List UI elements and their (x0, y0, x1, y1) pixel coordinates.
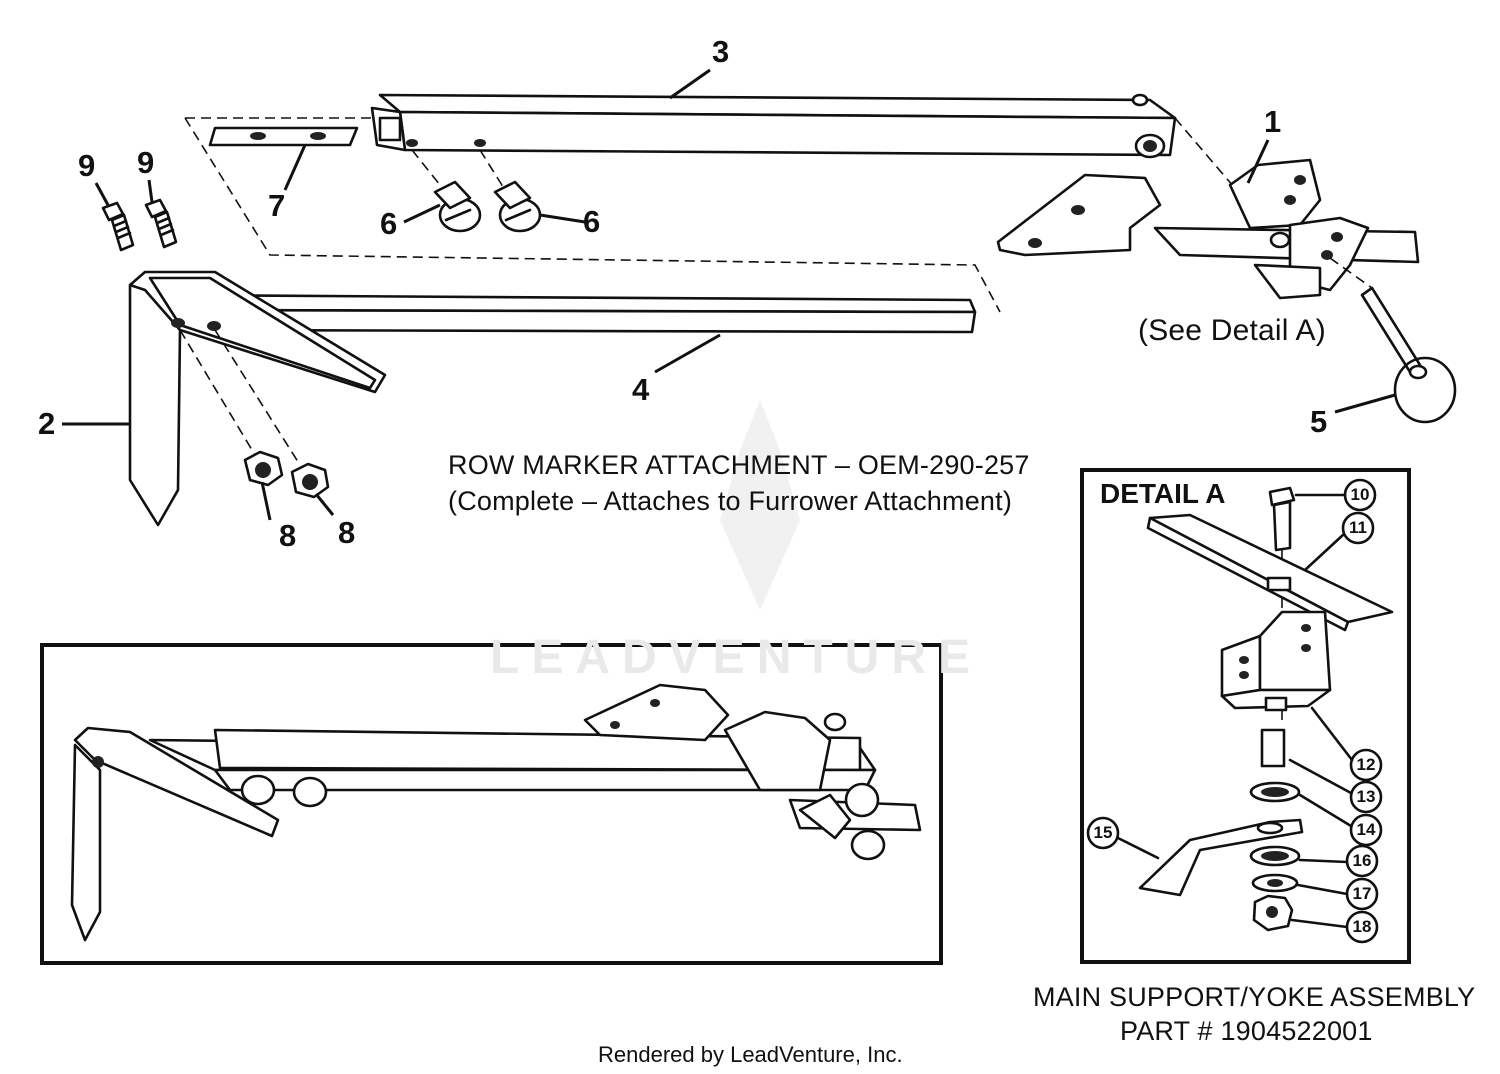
callout-2: 2 (38, 406, 56, 441)
callout-8-left: 8 (279, 518, 297, 553)
part-6-bolt-right (493, 180, 542, 233)
footer-credit: Rendered by LeadVenture, Inc. (598, 1042, 903, 1067)
detail-num-17: 17 (1352, 884, 1372, 903)
detail-num-16: 16 (1352, 851, 1372, 870)
part-8-nut-left (243, 450, 284, 487)
callout-4: 4 (632, 372, 650, 407)
see-detail-label: (See Detail A) (1138, 314, 1326, 347)
diagram-title-line1: ROW MARKER ATTACHMENT – OEM-290-257 (448, 450, 1030, 480)
part-7-plate (208, 126, 359, 147)
part-6-bolt-left (433, 180, 482, 233)
callout-6-left: 6 (380, 206, 398, 241)
part-9-bolt-right (144, 198, 178, 249)
part-3-upper-tube (370, 93, 1177, 191)
detail-num-14: 14 (1356, 820, 1376, 839)
callout-6-right: 6 (583, 204, 601, 239)
detail-num-13: 13 (1356, 787, 1376, 806)
part-8-nut-right (290, 462, 330, 499)
part-2-marker-blade (128, 270, 387, 527)
callout-5: 5 (1310, 404, 1328, 439)
watermark-logo (720, 400, 800, 610)
callout-leaders (62, 68, 1396, 521)
detail-num-11: 11 (1349, 518, 1367, 537)
part-5-hitch-pin (1360, 286, 1457, 424)
part-1-yoke-bracket (996, 158, 1420, 300)
detail-a-frame (1080, 468, 1411, 964)
callout-1: 1 (1264, 104, 1282, 139)
assembled-view-drawing (70, 683, 922, 942)
detail-num-10: 10 (1350, 485, 1370, 504)
detail-caption-line1: MAIN SUPPORT/YOKE ASSEMBLY (1033, 982, 1476, 1012)
watermark-text: LEADVENTURE (490, 631, 983, 684)
diagram-title-line2: (Complete – Attaches to Furrower Attachm… (448, 486, 1013, 516)
detail-num-12: 12 (1356, 755, 1376, 774)
detail-a-drawing (1086, 478, 1394, 944)
callout-9-left: 9 (78, 148, 96, 183)
detail-num-15: 15 (1093, 823, 1113, 842)
callout-8-right: 8 (338, 515, 356, 550)
detail-a-title: DETAIL A (1100, 478, 1226, 509)
callout-7: 7 (268, 188, 286, 223)
callout-9-right: 9 (137, 145, 155, 180)
detail-num-18: 18 (1352, 917, 1372, 936)
assembled-view-frame (40, 643, 943, 965)
callout-3: 3 (712, 34, 730, 69)
part-9-bolt-left (101, 201, 135, 252)
detail-caption-line2: PART # 1904522001 (1120, 1016, 1373, 1046)
